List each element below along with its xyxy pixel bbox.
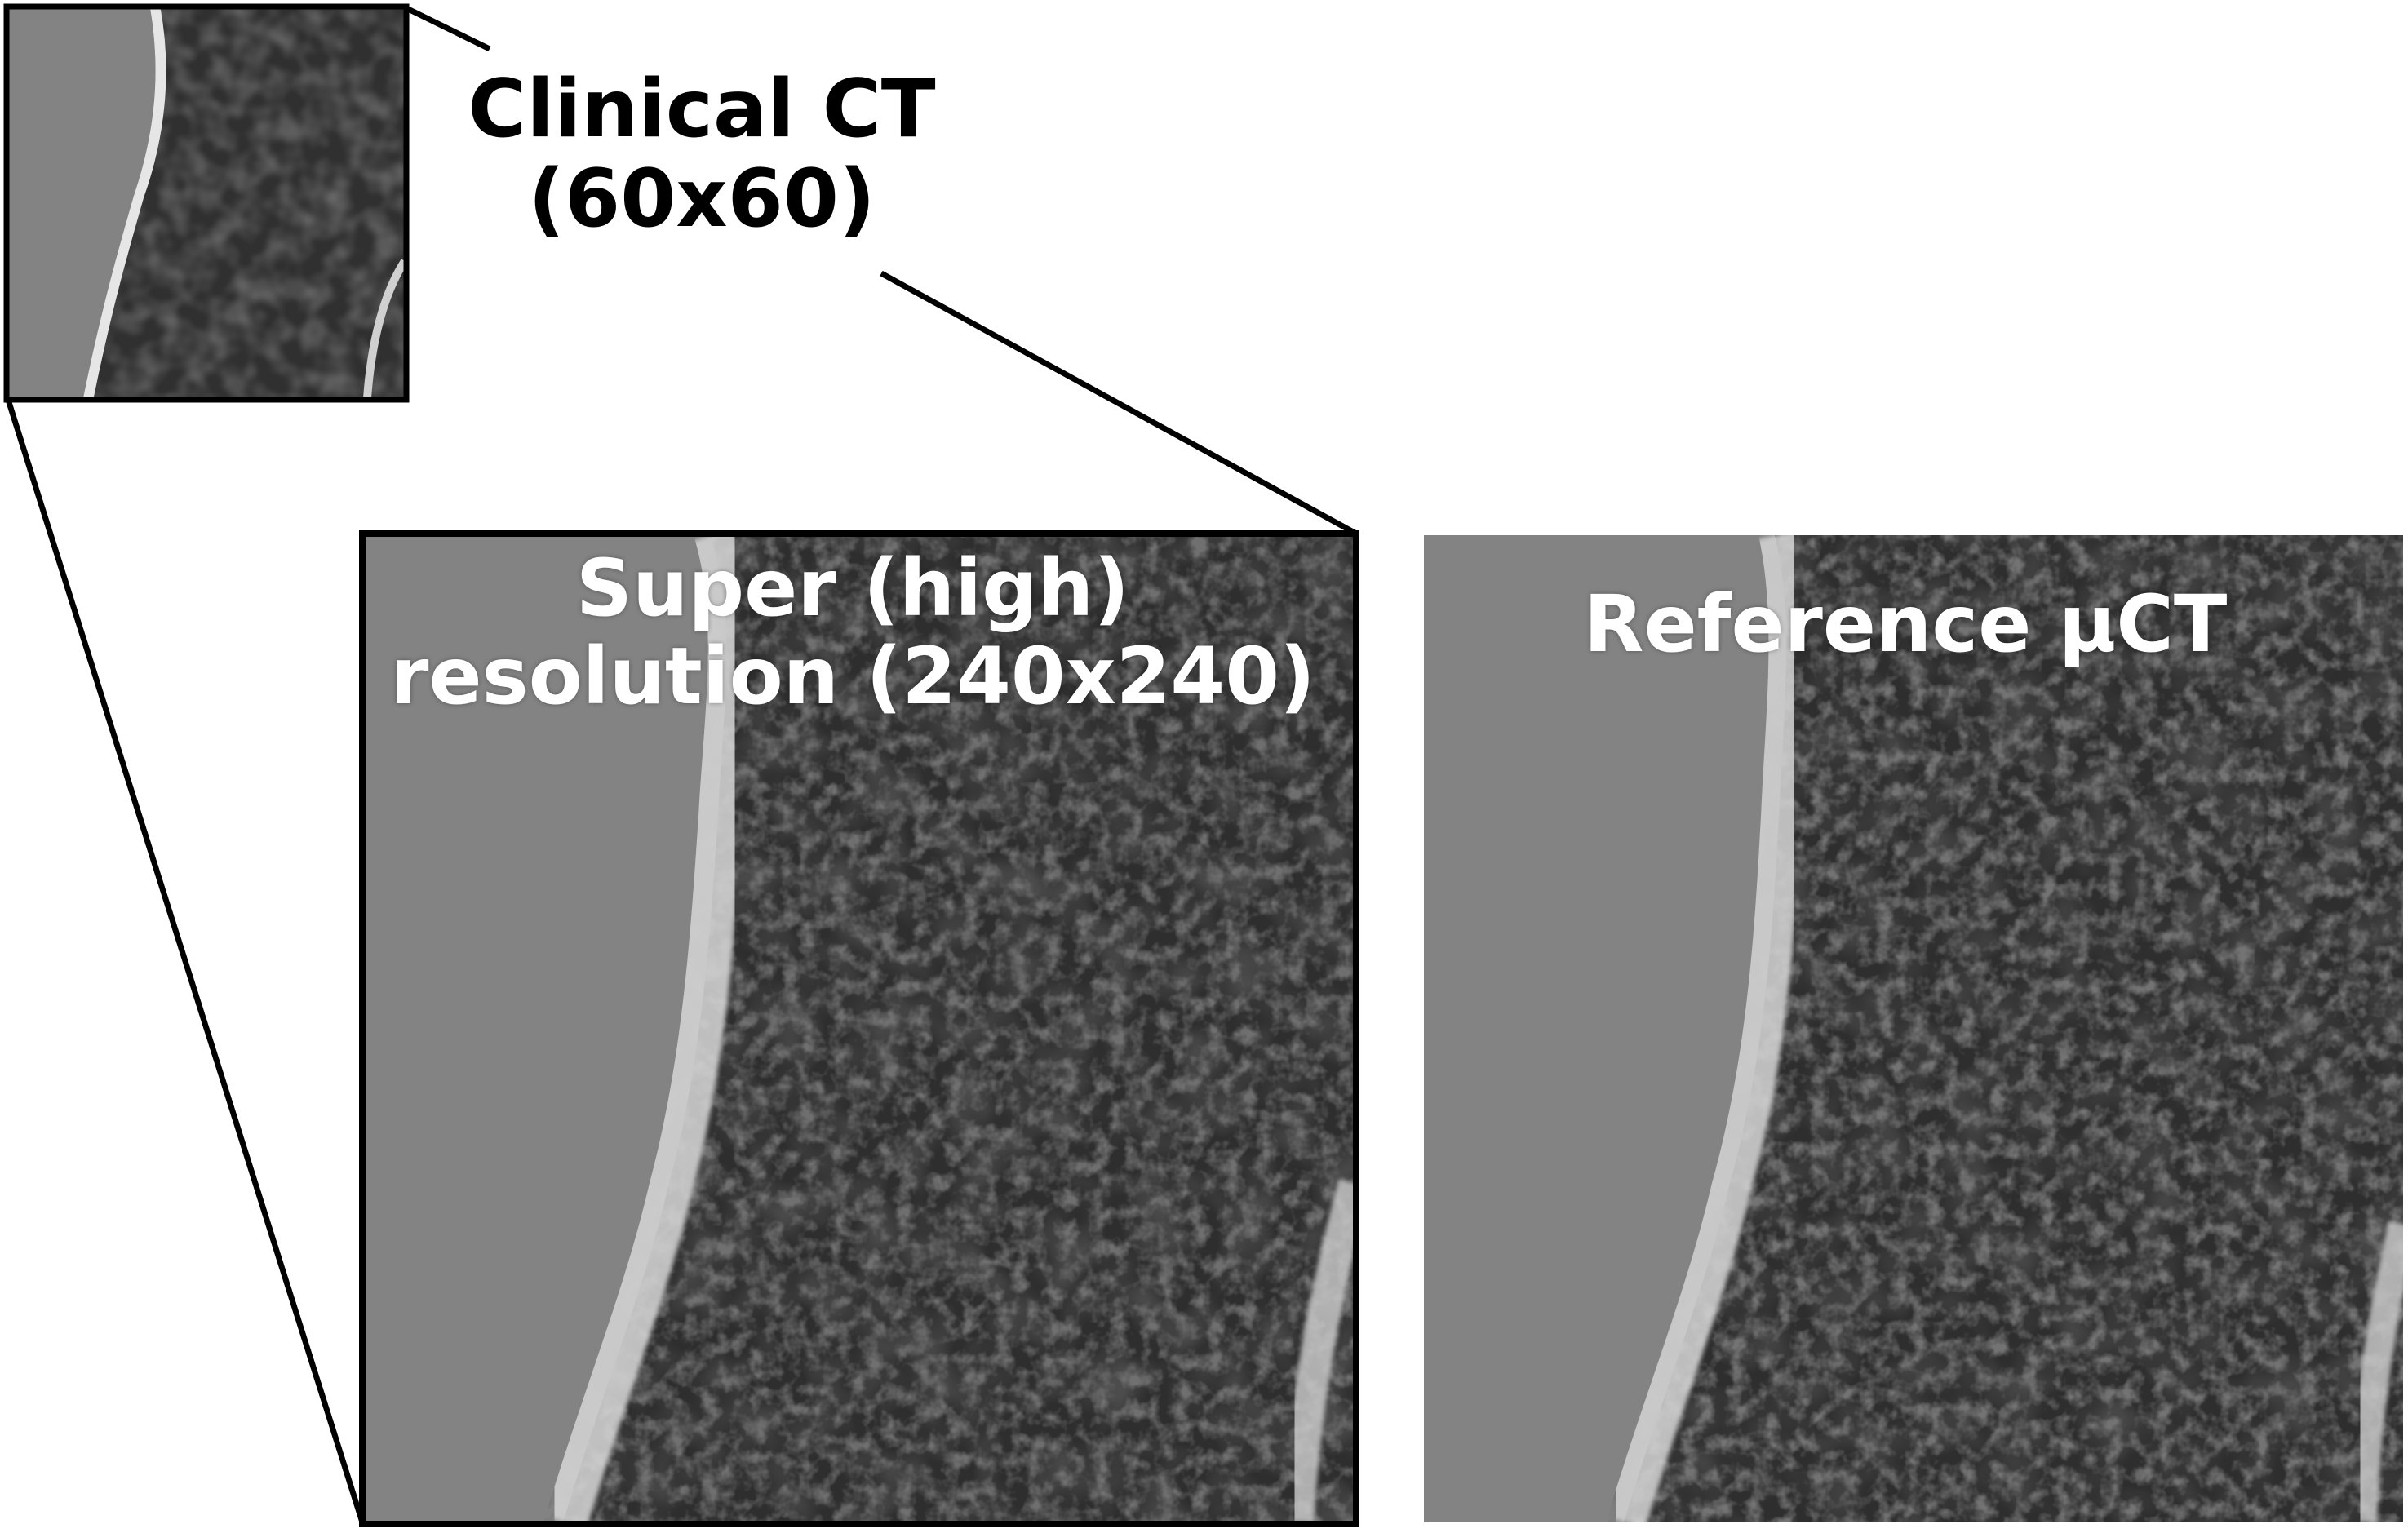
zoom-line-left (5, 398, 366, 1524)
clinical-ct-frame (3, 3, 410, 403)
super-resolution-frame (359, 530, 1359, 1527)
reference-uct-panel (1424, 535, 2403, 1522)
super-resolution-panel (364, 535, 1355, 1522)
reference-uct-title: Reference µCT (1583, 578, 2228, 670)
clinical-ct-title: Clinical CT (468, 63, 936, 156)
clinical-ct-size: (60x60) (528, 152, 876, 246)
zoom-line-right (880, 270, 1358, 537)
clinical-ct-label: Clinical CT (60x60) (457, 63, 947, 246)
zoom-line-top (405, 5, 491, 52)
super-resolution-label: Super (high) resolution (240x240) (384, 543, 1322, 722)
super-resolution-size: resolution (240x240) (390, 630, 1315, 722)
clinical-ct-panel (8, 8, 405, 398)
reference-uct-label: Reference µCT (1424, 578, 2387, 670)
super-resolution-title: Super (high) (575, 543, 1130, 634)
